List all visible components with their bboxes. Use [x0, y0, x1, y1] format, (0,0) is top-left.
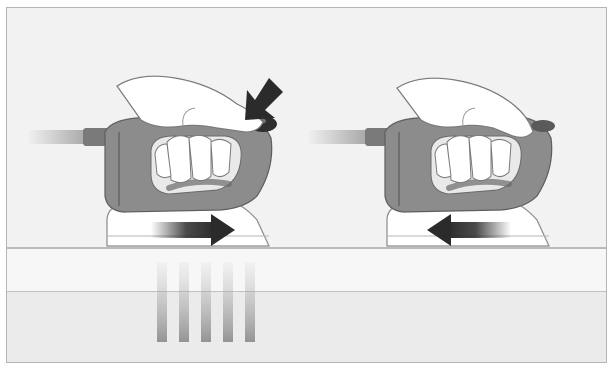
- panel-step-2: [307, 77, 555, 247]
- right-arrow-icon: [151, 214, 235, 246]
- lock-button: [531, 120, 555, 132]
- power-cord: [27, 128, 109, 146]
- left-arrow-icon: [427, 214, 511, 246]
- hand: [116, 75, 264, 184]
- sander-illustration: [7, 75, 606, 362]
- sanding-dust: [157, 262, 255, 342]
- down-left-arrow-icon: [245, 78, 283, 120]
- power-cord: [307, 128, 391, 146]
- work-surface: [7, 247, 606, 362]
- diagram-frame: [6, 7, 607, 363]
- panel-step-1: [27, 75, 283, 342]
- hand: [396, 77, 534, 184]
